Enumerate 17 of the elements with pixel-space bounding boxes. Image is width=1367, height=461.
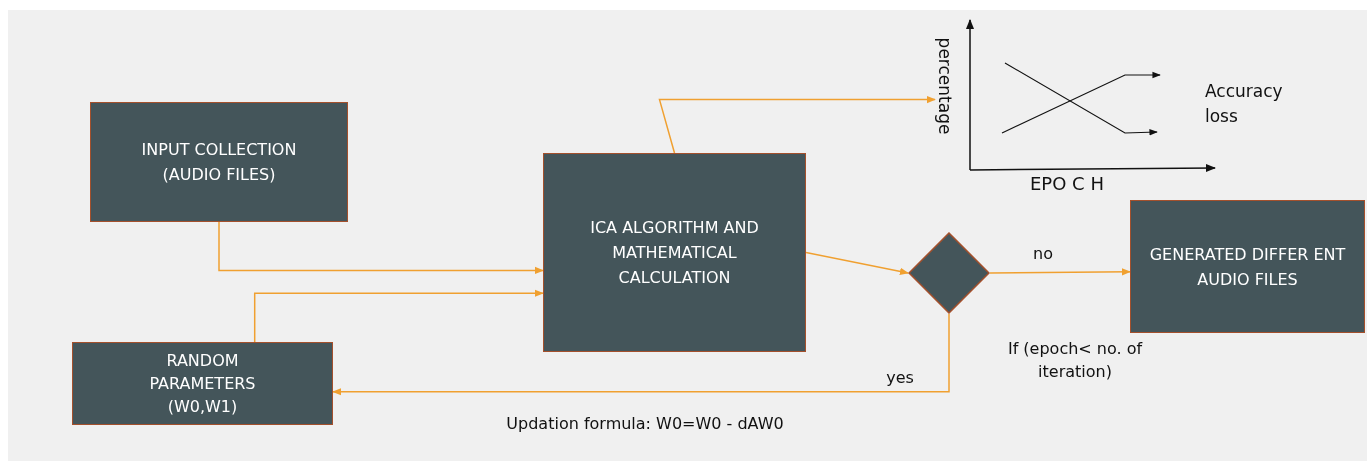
condition-note: If (epoch< no. of iteration) <box>1006 338 1144 383</box>
arrow <box>332 313 950 396</box>
arrow <box>658 96 936 154</box>
arrow <box>218 221 544 274</box>
series-label: loss <box>1205 105 1238 127</box>
series-label: Accuracy <box>1205 80 1283 102</box>
process-box: RANDOM PARAMETERS (W0,W1) <box>72 342 333 425</box>
arrow <box>805 251 909 275</box>
process-box: INPUT COLLECTION (AUDIO FILES) <box>90 102 348 222</box>
arrow <box>253 289 544 343</box>
y-axis-label: percentage <box>934 36 956 137</box>
x-axis-label: EPO C H <box>1030 173 1104 195</box>
formula-note: Updation formula: W0=W0 - dAW0 <box>505 413 785 435</box>
arrow <box>989 268 1131 276</box>
process-box: ICA ALGORITHM AND MATHEMATICAL CALCULATION <box>543 153 806 352</box>
process-box: GENERATED DIFFER ENT AUDIO FILES <box>1130 200 1365 333</box>
decision-diamond <box>908 232 990 314</box>
